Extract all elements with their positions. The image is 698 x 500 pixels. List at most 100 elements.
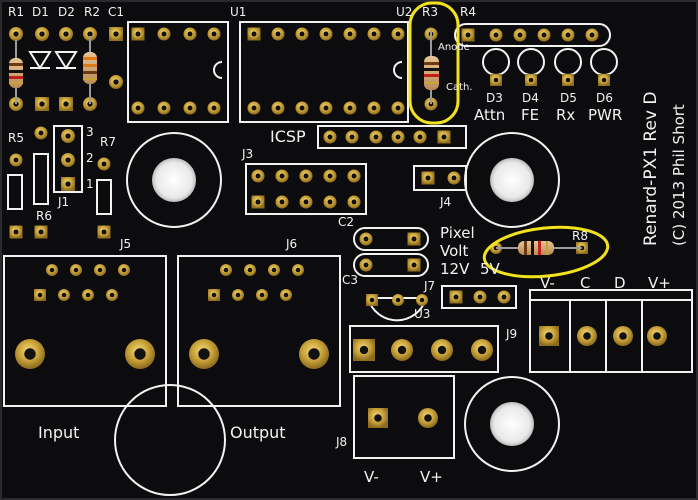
pad-drill — [565, 77, 571, 83]
pad-drill — [235, 292, 241, 298]
label-j6: J6 — [285, 237, 297, 251]
label-j5: J5 — [119, 237, 131, 251]
pad-drill — [477, 345, 487, 355]
label-j4: J4 — [439, 195, 451, 209]
pad-drill — [371, 31, 377, 37]
pad-drill — [251, 31, 257, 37]
resistor-r8 — [496, 241, 582, 255]
label-j2-c: C — [580, 274, 590, 292]
pad-drill — [349, 134, 355, 140]
label-r6: R6 — [36, 209, 52, 223]
pad-drill — [299, 31, 305, 37]
label-j8-vminus: V- — [364, 468, 379, 486]
label-j9: J9 — [505, 327, 517, 341]
pad-drill — [87, 31, 93, 37]
label-d4: D4 — [522, 91, 539, 105]
j2-outline — [529, 289, 693, 373]
pad-drill — [411, 262, 417, 268]
label-j8: J8 — [335, 435, 347, 449]
label-c3: C3 — [342, 273, 358, 287]
pad-drill — [351, 199, 357, 205]
pad-drill — [653, 332, 661, 340]
pad-drill — [425, 175, 431, 181]
label-u3: U3 — [414, 307, 430, 321]
pads — [9, 27, 667, 428]
pad-drill — [601, 77, 607, 83]
label-12v: 12V — [440, 260, 470, 278]
pad-drill — [101, 229, 107, 235]
pad-drill — [63, 31, 69, 37]
label-j1: J1 — [57, 195, 69, 209]
pad-drill — [441, 134, 447, 140]
j6-outline — [177, 255, 341, 407]
pad-drill — [259, 292, 265, 298]
pad-drill — [187, 105, 193, 111]
pad-drill — [371, 105, 377, 111]
label-cath: Cath. — [446, 82, 473, 93]
label-c1: C1 — [108, 5, 124, 19]
pad-drill — [85, 292, 91, 298]
label-input: Input — [38, 423, 79, 442]
pad-drill — [97, 267, 103, 273]
pad-drill — [517, 32, 523, 38]
label-r1: R1 — [8, 5, 24, 19]
label-pwr: PWR — [588, 106, 622, 124]
j5-outline — [3, 255, 167, 407]
silkscreen-text: R1 D1 D2 R2 C1 U1 U2 R3 R4 Anode Cath. D… — [8, 5, 688, 486]
pad-drill — [161, 31, 167, 37]
pad-drill — [37, 292, 43, 298]
label-d2: D2 — [58, 5, 75, 19]
pad-drill — [583, 332, 591, 340]
label-j8-vplus: V+ — [420, 468, 443, 486]
pad-drill — [295, 267, 301, 273]
pad-drill — [501, 294, 507, 300]
pad-drill — [279, 199, 285, 205]
u2-outline — [239, 21, 409, 123]
pad-drill — [211, 105, 217, 111]
pad-drill — [135, 105, 141, 111]
pad-drill — [477, 294, 483, 300]
pad-drill — [275, 31, 281, 37]
mounting-holes — [152, 158, 534, 446]
highlight-r3 — [408, 1, 460, 125]
label-volt: Volt — [440, 242, 468, 260]
pad-drill — [13, 229, 19, 235]
label-j2-vplus: V+ — [648, 274, 671, 292]
pad-drill — [134, 348, 146, 360]
pad-drill — [303, 199, 309, 205]
u1-outline — [127, 21, 229, 123]
pad-drill — [247, 267, 253, 273]
label-d3: D3 — [486, 91, 503, 105]
board-title: Renard-PX1 Rev D — [641, 92, 661, 247]
pad-drill — [347, 105, 353, 111]
pad-drill — [397, 345, 407, 355]
pad-drill — [363, 236, 369, 242]
label-c2: C2 — [338, 215, 354, 229]
pad-drill — [363, 262, 369, 268]
pad-drill — [327, 173, 333, 179]
pad-drill — [327, 134, 333, 140]
pad-drill — [424, 414, 432, 422]
pad-drill — [303, 173, 309, 179]
r4-outline — [454, 23, 611, 47]
pad-drill — [38, 130, 44, 136]
board-copyright: (C) 2013 Phil Short — [670, 104, 688, 246]
j3-outline — [245, 163, 367, 215]
pad-drill — [135, 31, 141, 37]
icsp-outline — [317, 125, 467, 149]
label-attn: Attn — [474, 106, 505, 124]
pad-drill — [65, 133, 71, 139]
pad-drill — [187, 31, 193, 37]
resistor-r3 — [424, 30, 439, 104]
pad-drill — [121, 267, 127, 273]
pad-drill — [65, 181, 71, 187]
pad-drill — [395, 134, 401, 140]
highlight-r8 — [482, 225, 610, 279]
pad-drill — [223, 267, 229, 273]
label-pin1: 1 — [86, 177, 94, 191]
pad-drill — [279, 173, 285, 179]
pad-drill — [453, 294, 459, 300]
